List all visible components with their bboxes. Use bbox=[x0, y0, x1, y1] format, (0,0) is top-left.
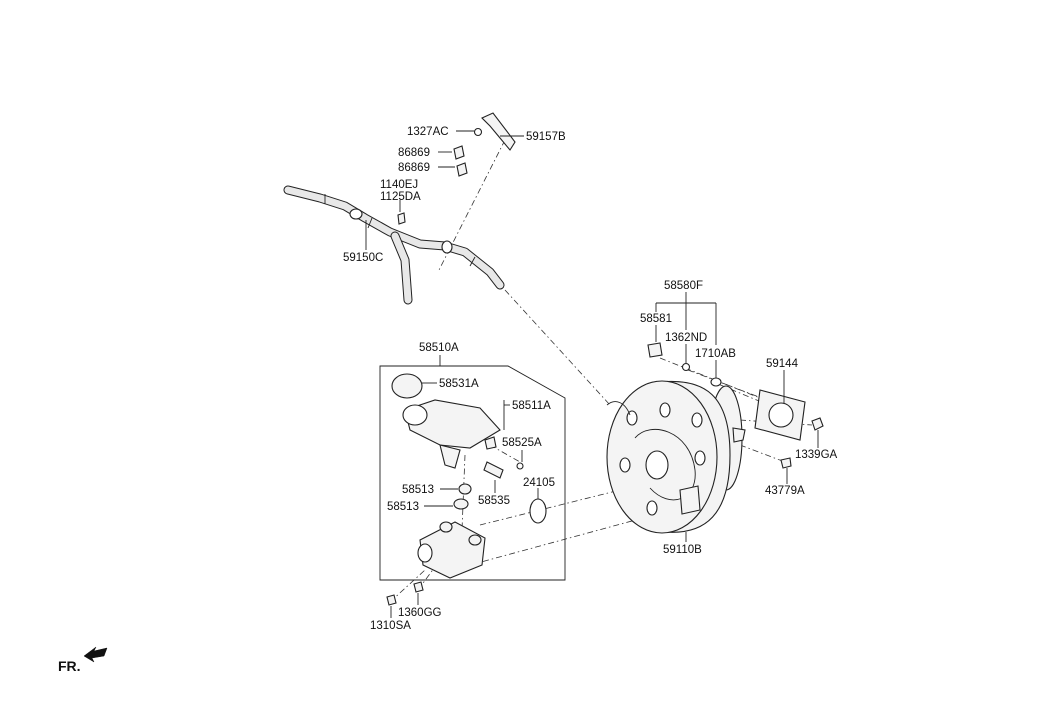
label-1362ND: 1362ND bbox=[665, 332, 707, 344]
label-1310SA: 1310SA bbox=[370, 620, 411, 632]
label-58511A: 58511A bbox=[512, 400, 551, 412]
gasket-59144 bbox=[754, 389, 806, 441]
master-cylinder-group-box bbox=[379, 365, 566, 581]
label-58581: 58581 bbox=[640, 313, 672, 325]
label-58513-lower: 58513 bbox=[387, 501, 419, 513]
front-label: FR. bbox=[58, 658, 81, 674]
label-1710AB: 1710AB bbox=[695, 348, 736, 360]
label-58531A: 58531A bbox=[439, 378, 479, 390]
reservoir-58511A bbox=[391, 373, 501, 469]
brake-booster-59110B bbox=[606, 380, 746, 534]
label-1339GA: 1339GA bbox=[795, 449, 838, 461]
label-59144: 59144 bbox=[766, 358, 799, 370]
label-58510A: 58510A bbox=[419, 342, 459, 354]
master-cylinder-body bbox=[417, 521, 486, 579]
label-1140EJ: 1140EJ bbox=[380, 179, 418, 191]
front-orientation-indicator: FR. bbox=[58, 646, 108, 674]
part-labels: 1327AC 59157B 86869 86869 1140EJ 1125DA … bbox=[343, 126, 838, 632]
label-58580F: 58580F bbox=[664, 280, 703, 292]
label-59150C: 59150C bbox=[343, 252, 383, 264]
booster-fasteners bbox=[647, 342, 824, 469]
bottom-nuts bbox=[386, 581, 424, 606]
label-58535: 58535 bbox=[478, 495, 510, 507]
label-86869-lower: 86869 bbox=[398, 162, 430, 174]
label-58525A: 58525A bbox=[502, 437, 542, 449]
label-59110B: 59110B bbox=[663, 544, 702, 556]
label-59157B: 59157B bbox=[526, 131, 566, 143]
master-cylinder-small-parts bbox=[453, 461, 547, 524]
label-1125DA: 1125DA bbox=[380, 191, 421, 203]
label-24105: 24105 bbox=[523, 477, 555, 489]
vacuum-hose-59150C bbox=[283, 185, 505, 305]
label-86869-upper: 86869 bbox=[398, 147, 430, 159]
label-43779A: 43779A bbox=[765, 485, 805, 497]
label-58513-upper: 58513 bbox=[402, 484, 434, 496]
leader-lines bbox=[365, 130, 819, 618]
label-1327AC: 1327AC bbox=[407, 126, 449, 138]
bracket-59157B bbox=[397, 112, 516, 225]
label-1360GG: 1360GG bbox=[398, 607, 442, 619]
front-arrow-icon bbox=[83, 646, 108, 663]
